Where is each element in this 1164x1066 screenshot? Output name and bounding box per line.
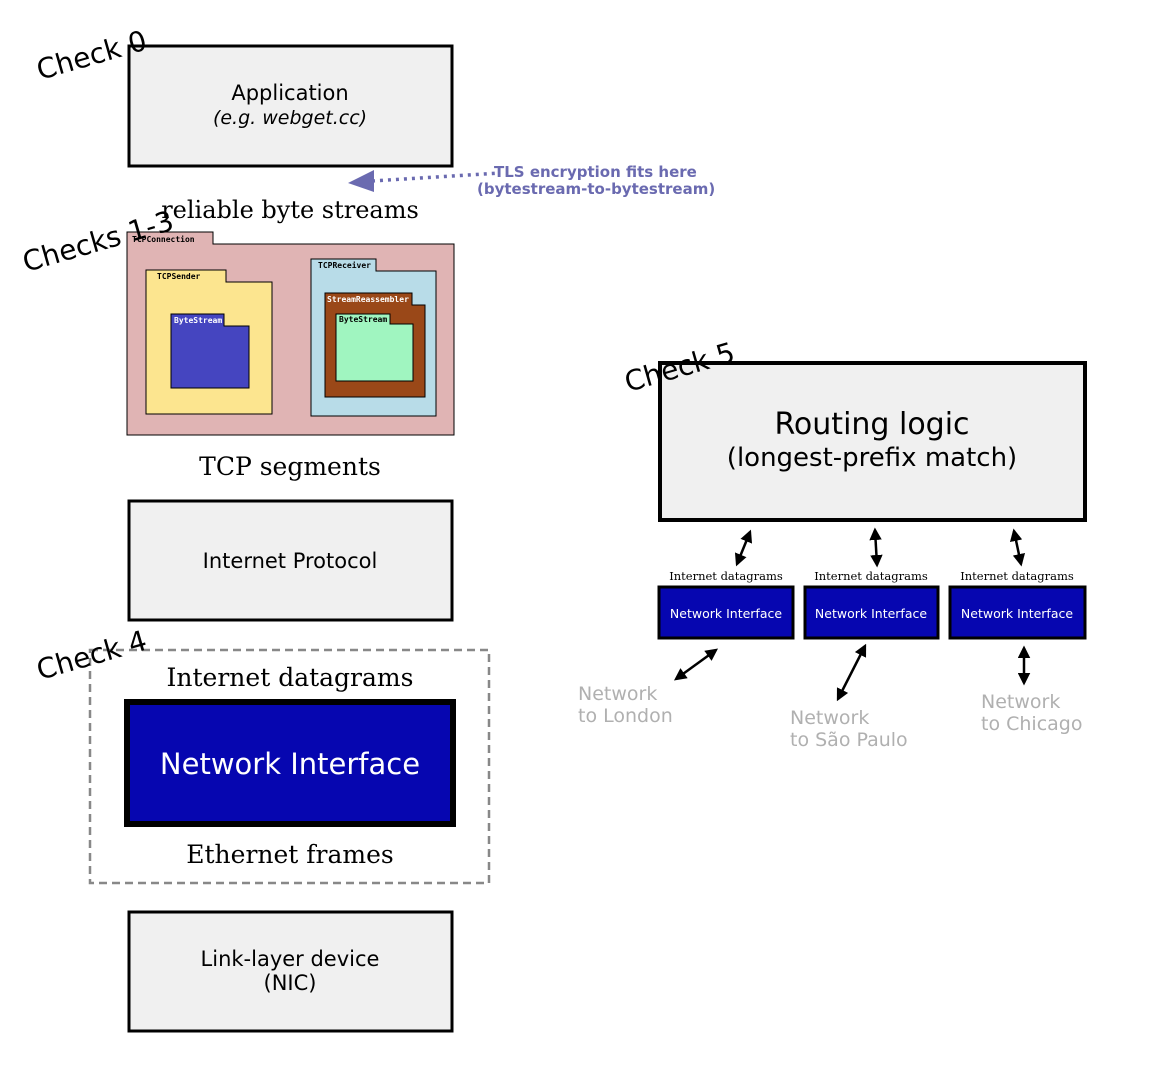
tcp-sender: TCPSender ByteStream	[145, 269, 273, 415]
router-interface-datagrams-label: Internet datagrams	[814, 569, 928, 583]
router-interface-label: Network Interface	[961, 606, 1073, 621]
sender-bytestream-label: ByteStream	[174, 316, 222, 325]
tcp-receiver-label: TCPReceiver	[318, 260, 371, 270]
tcp-receiver: TCPReceiver StreamReassembler ByteStream	[310, 258, 437, 417]
routing-logic-line1: Routing logic	[774, 407, 969, 442]
tcp-connection: TCPConnection TCPSender ByteStream TCPRe…	[126, 231, 455, 436]
stream-reassembler-label: StreamReassembler	[327, 295, 409, 304]
ethernet-frames-label: Ethernet frames	[186, 840, 393, 869]
application-layer-box: Application (e.g. webget.cc)	[127, 44, 454, 168]
network-london-line1: Network	[578, 683, 657, 705]
network-interface-label: Network Interface	[160, 747, 420, 781]
tls-note-line1: TLS encryption fits here	[494, 163, 697, 181]
internet-protocol-label: Internet Protocol	[203, 549, 378, 573]
internet-datagrams-label: Internet datagrams	[167, 663, 414, 692]
tls-arrow	[348, 170, 501, 192]
application-title: Application	[231, 81, 348, 105]
link-layer-box: Link-layer device (NIC)	[127, 910, 454, 1033]
application-subtitle: (e.g. webget.cc)	[213, 107, 367, 129]
router-interface-label: Network Interface	[815, 606, 927, 621]
receiver-bytestream-label: ByteStream	[339, 315, 387, 324]
reliable-byte-streams-label: reliable byte streams	[161, 196, 419, 224]
network-london-line2: to London	[578, 705, 673, 727]
tcp-sender-label: TCPSender	[157, 272, 201, 281]
router-interface-london: Internet datagrams Network Interface Net…	[578, 529, 795, 727]
stream-reassembler: StreamReassembler ByteStream	[324, 292, 426, 398]
routing-logic-box: Routing logic (longest-prefix match)	[658, 361, 1087, 522]
tcp-connection-label: TCPConnection	[132, 234, 195, 244]
network-interface-box: Network Interface	[124, 699, 456, 827]
routing-logic-line2: (longest-prefix match)	[727, 443, 1017, 473]
link-layer-line2: (NIC)	[264, 971, 317, 995]
network-chicago-line2: to Chicago	[981, 713, 1082, 735]
internet-protocol-box: Internet Protocol	[127, 499, 454, 622]
router-interface-datagrams-label: Internet datagrams	[960, 569, 1074, 583]
link-layer-line1: Link-layer device	[201, 947, 380, 971]
network-chicago-line1: Network	[981, 691, 1060, 713]
router-interface-chicago: Internet datagrams Network Interface Net…	[948, 528, 1087, 735]
tcp-segments-label: TCP segments	[199, 452, 381, 481]
router-interface-sao-paulo: Internet datagrams Network Interface Net…	[790, 527, 940, 751]
tls-note-line2: (bytestream-to-bytestream)	[477, 180, 715, 198]
check-4-label: Check 4	[33, 624, 151, 687]
network-sao-paulo-line2: to São Paulo	[790, 729, 908, 751]
network-sao-paulo-line1: Network	[790, 707, 869, 729]
router-interface-label: Network Interface	[670, 606, 782, 621]
router-interface-datagrams-label: Internet datagrams	[669, 569, 783, 583]
check-4-region	[88, 648, 491, 885]
